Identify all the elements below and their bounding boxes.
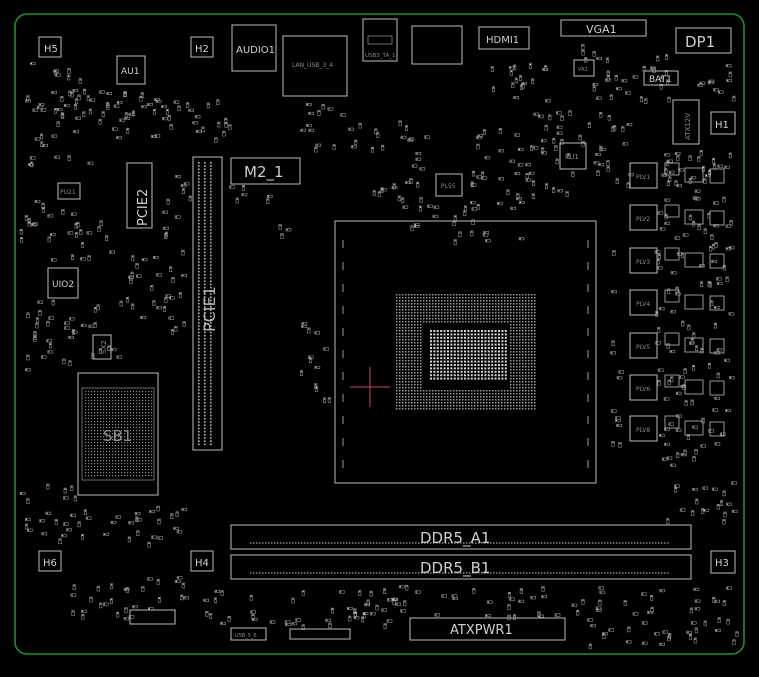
hdmi-label: HDMI1 <box>486 35 519 46</box>
inductor-plv3: PLV3 <box>629 247 658 274</box>
mounting-hole-h2: H2 <box>190 36 214 58</box>
mounting-hole-h1: H1 <box>710 111 736 135</box>
vr-label: VR1 <box>578 67 588 73</box>
front-panel-header <box>289 628 351 640</box>
audio-codec-label: AU1 <box>121 67 139 77</box>
dp-connector: DP1 <box>675 27 732 54</box>
mounting-hole-h4: H4 <box>190 550 214 572</box>
header-block-top <box>411 25 463 65</box>
inductor-plv4: PLV4 <box>629 289 658 316</box>
dimm-a-label: DDR5_A1 <box>420 529 490 548</box>
pch-chip: SB1 <box>77 372 159 496</box>
lan-usb-connector: LAN_USB_3_4 <box>282 35 348 97</box>
svg-text:PLV2: PLV2 <box>636 216 650 223</box>
svg-text:PLV6: PLV6 <box>636 386 650 393</box>
cpu-socket-pins <box>342 240 589 468</box>
pu21-label: PU21 <box>60 189 76 196</box>
inductor-plv5: PLV5 <box>629 332 658 359</box>
pu21-chip: PU21 <box>57 182 81 200</box>
svg-text:PLV4: PLV4 <box>636 301 650 308</box>
pl55-inductor: PL55 <box>435 173 463 197</box>
audio-codec-chip: AU1 <box>116 55 146 85</box>
pcie-x16-slot: PCIE1 <box>192 156 223 451</box>
usb-bottom-label: USB_5_6 <box>235 633 257 639</box>
dimm-b-label: DDR5_B1 <box>420 559 490 578</box>
pu1-chip: PU1 <box>559 142 587 170</box>
mounting-hole-label: H5 <box>44 44 58 55</box>
pch-label: SB1 <box>103 427 132 445</box>
dp-label: DP1 <box>685 33 715 51</box>
atx-power-label: ATXPWR1 <box>450 623 513 638</box>
svg-text:PLV5: PLV5 <box>636 344 650 351</box>
vga-connector: VGA1 <box>560 19 647 37</box>
inductor-plv6: PLV6 <box>629 374 658 401</box>
super-io-chip: UIO2 <box>47 267 79 299</box>
lan-usb-label: LAN_USB_3_4 <box>292 62 333 69</box>
dimm-a-slot: DDR5_A1 <box>230 524 692 550</box>
bottom-left-header <box>129 609 176 625</box>
atx-power-connector: ATXPWR1 <box>409 617 566 641</box>
super-io-label: UIO2 <box>52 280 74 290</box>
inductor-plv8: PLV8 <box>629 415 658 442</box>
usb-bottom-header: USB_5_6 <box>230 627 267 641</box>
audio-label: AUDIO1 <box>236 45 275 56</box>
usb-top-label: USB3_TA_1 <box>365 53 395 59</box>
pcie-x16-label: PCIE1 <box>200 286 219 332</box>
inductor-plv1: PLV1 <box>629 162 658 189</box>
sx2-label: SX2 <box>100 340 108 354</box>
vr-chip: VR1 <box>573 59 595 77</box>
cpu-socket <box>334 220 597 484</box>
sx2-chip: SX2 <box>92 334 112 360</box>
pcie-x1-label: PCIE2 <box>136 189 151 226</box>
board-outline <box>14 13 745 655</box>
svg-text:PLV3: PLV3 <box>636 259 650 266</box>
usb-top-connector: USB3_TA_1 <box>362 18 398 62</box>
vrm-inductors: PLV1 PLV2 PLV3 PLV4 PLV5 PLV6 PLV8 <box>629 162 658 442</box>
battery: BAT1 <box>643 70 679 86</box>
mounting-hole-h5: H5 <box>38 36 62 58</box>
inductor-plv2: PLV2 <box>629 204 658 231</box>
mounting-hole-label: H1 <box>715 120 729 131</box>
pcie-x16-pins <box>198 162 212 446</box>
mounting-hole-h6: H6 <box>38 550 62 572</box>
vga-label: VGA1 <box>586 23 617 36</box>
svg-text:PLV1: PLV1 <box>636 174 650 181</box>
passive-components <box>19 44 739 650</box>
hdmi-connector: HDMI1 <box>478 26 530 50</box>
pcie-x1-slot: PCIE2 <box>126 162 153 229</box>
atx12v-label: ATX12V <box>684 113 692 140</box>
dimm-b-slot: DDR5_B1 <box>230 554 692 580</box>
m2-label: M2_1 <box>244 163 284 182</box>
mounting-hole-label: H4 <box>195 558 209 569</box>
m2-slot: M2_1 <box>230 157 301 185</box>
mounting-hole-label: H2 <box>195 44 209 55</box>
battery-label: BAT1 <box>649 75 672 85</box>
atx12v-connector: ATX12V <box>672 99 700 145</box>
pu1-label: PU1 <box>565 153 579 161</box>
svg-text:PLV8: PLV8 <box>636 427 650 434</box>
mounting-hole-label: H6 <box>43 558 57 569</box>
mounting-hole-h3: H3 <box>710 550 736 574</box>
audio-connector: AUDIO1 <box>231 24 277 72</box>
mounting-hole-label: H3 <box>715 558 729 569</box>
pl55-label: PL55 <box>441 183 456 190</box>
